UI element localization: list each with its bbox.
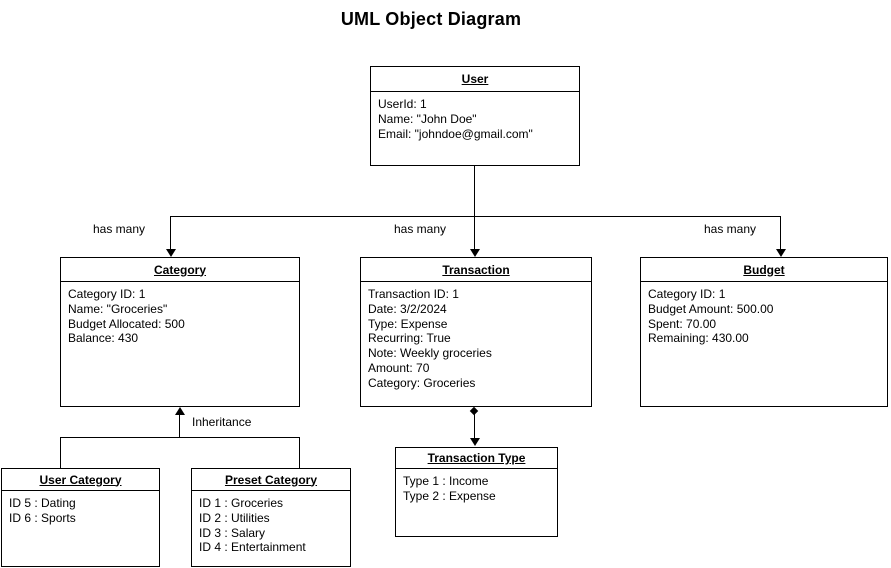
attribute-line: ID 1 : Groceries (199, 496, 284, 510)
attribute-line: Category ID: 1 (648, 287, 726, 301)
class-header-transaction-type: Transaction Type (396, 448, 557, 469)
edge-label-has-many-right: has many (704, 222, 757, 236)
connector-inheritance-user-category (60, 437, 61, 468)
attribute-line: Budget Amount: 500.00 (648, 301, 774, 316)
arrowhead-up-inheritance-icon (175, 407, 185, 415)
attribute-line: Recurring: True (368, 331, 451, 346)
class-title-transaction: Transaction (442, 262, 510, 277)
class-body-user: UserId: 1 Name: "John Doe" Email: "johnd… (371, 92, 579, 146)
attribute-line: ID 6 : Sports (9, 510, 76, 525)
attribute-line: Remaining: 430.00 (648, 331, 749, 346)
class-title-preset-category: Preset Category (224, 472, 318, 487)
attribute-line: Type: Expense (368, 316, 448, 331)
connector-transaction-type (474, 414, 475, 439)
arrowhead-down-transaction-type-icon (470, 438, 480, 446)
attribute-line: Note: Weekly groceries (368, 346, 492, 361)
class-body-transaction: Transaction ID: 1 Date: 3/2/2024 Type: E… (361, 282, 591, 396)
diagram-title: UML Object Diagram (340, 9, 522, 29)
connector-user-transaction (474, 166, 475, 249)
attribute-line: ID 2 : Utilities (199, 510, 270, 525)
attribute-line: Name: "John Doe" (378, 111, 477, 126)
attribute-line: ID 4 : Entertainment (199, 540, 306, 555)
edge-label-has-many-center: has many (394, 222, 447, 236)
class-header-user: User (371, 67, 579, 92)
attribute-line: UserId: 1 (378, 97, 427, 111)
class-body-transaction-type: Type 1 : Income Type 2 : Expense (396, 469, 557, 509)
arrowhead-down-category-icon (166, 249, 176, 257)
attribute-line: Date: 3/2/2024 (368, 301, 447, 316)
class-box-user[interactable]: User UserId: 1 Name: "John Doe" Email: "… (370, 66, 580, 166)
class-body-preset-category: ID 1 : Groceries ID 2 : Utilities ID 3 :… (192, 491, 350, 560)
class-title-user: User (461, 72, 489, 86)
connector-user-category (170, 216, 171, 249)
connector-inheritance-preset-category (299, 437, 300, 468)
attribute-line: Transaction ID: 1 (368, 287, 459, 301)
class-body-budget: Category ID: 1 Budget Amount: 500.00 Spe… (641, 282, 887, 351)
class-title-user-category: User Category (39, 472, 122, 487)
connector-branch-horizontal (170, 216, 780, 217)
attribute-line: Amount: 70 (368, 360, 430, 375)
attribute-line: Spent: 70.00 (648, 316, 717, 331)
connector-user-budget (780, 216, 781, 249)
attribute-line: Type 2 : Expense (403, 488, 496, 503)
class-title-budget: Budget (743, 262, 785, 277)
class-box-user-category[interactable]: User Category ID 5 : Dating ID 6 : Sport… (1, 468, 160, 567)
class-box-transaction[interactable]: Transaction Transaction ID: 1 Date: 3/2/… (360, 257, 592, 407)
attribute-line: ID 3 : Salary (199, 525, 266, 540)
class-box-category[interactable]: Category Category ID: 1 Name: "Groceries… (60, 257, 300, 407)
edge-label-inheritance: Inheritance (192, 415, 252, 429)
connector-inheritance-horizontal (60, 437, 300, 438)
class-header-preset-category: Preset Category (192, 469, 350, 491)
class-header-budget: Budget (641, 258, 887, 282)
class-body-user-category: ID 5 : Dating ID 6 : Sports (2, 491, 159, 531)
attribute-line: Name: "Groceries" (68, 301, 168, 316)
connector-inheritance-stem (179, 414, 180, 438)
attribute-line: Email: "johndoe@gmail.com" (378, 126, 533, 141)
attribute-line: Balance: 430 (68, 331, 139, 346)
attribute-line: Type 1 : Income (403, 474, 489, 488)
class-box-transaction-type[interactable]: Transaction Type Type 1 : Income Type 2 … (395, 447, 558, 537)
class-header-user-category: User Category (2, 469, 159, 491)
attribute-line: Category: Groceries (368, 375, 476, 390)
edge-label-has-many-left: has many (93, 222, 146, 236)
arrowhead-down-budget-icon (776, 249, 786, 257)
attribute-line: ID 5 : Dating (9, 496, 76, 510)
class-header-transaction: Transaction (361, 258, 591, 282)
class-body-category: Category ID: 1 Name: "Groceries" Budget … (61, 282, 299, 351)
class-title-transaction-type: Transaction Type (427, 451, 526, 465)
arrowhead-down-transaction-icon (470, 249, 480, 257)
class-box-preset-category[interactable]: Preset Category ID 1 : Groceries ID 2 : … (191, 468, 351, 567)
class-header-category: Category (61, 258, 299, 282)
attribute-line: Budget Allocated: 500 (68, 316, 185, 331)
class-box-budget[interactable]: Budget Category ID: 1 Budget Amount: 500… (640, 257, 888, 407)
class-title-category: Category (153, 262, 206, 277)
attribute-line: Category ID: 1 (68, 287, 146, 301)
